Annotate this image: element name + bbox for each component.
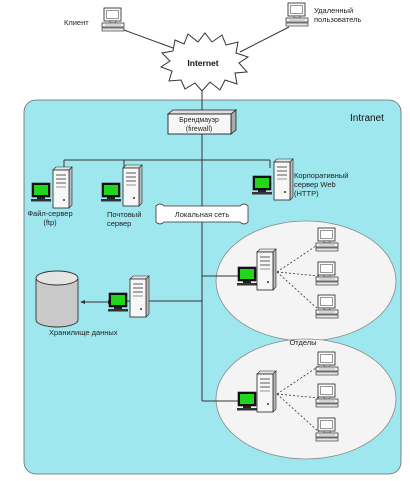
departments-label: Отделы: [289, 338, 316, 347]
firewall-label-line2: (firewall): [186, 126, 212, 133]
mail-server-label-line1: Почтовый: [107, 210, 141, 219]
department-links: [276, 243, 320, 433]
remote-user-computer-icon: [285, 2, 309, 27]
department-ellipse: [215, 338, 397, 460]
lan-banner: Локальная сеть: [155, 203, 249, 225]
internet-label: Internet: [187, 58, 218, 68]
remote-user-label-line2: пользователь: [314, 15, 361, 24]
ftp-server-label-line2: (ftp): [43, 218, 57, 227]
remote-user-label-line1: Удаленный: [314, 6, 353, 15]
internet-cloud-icon: Internet: [159, 32, 250, 92]
storage-server-icon: [129, 275, 150, 318]
firewall-label-line1: Брендмауэр: [179, 117, 219, 124]
ftp-server-icon: [52, 166, 73, 209]
web-server-icon: [273, 158, 294, 201]
dept1-server-icon: [256, 248, 277, 291]
corp-web-label-line1: Корпоративный: [294, 171, 348, 180]
lan-label: Локальная сеть: [175, 210, 230, 219]
mail-server-label-line2: сервер: [107, 219, 131, 228]
client-label: Клиент: [64, 18, 89, 27]
corp-web-label-line3: (HTTP): [294, 189, 319, 198]
mail-server-icon: [122, 164, 143, 207]
corp-web-label-line2: сервер Web: [294, 180, 336, 189]
dept2-server-icon: [256, 370, 277, 413]
data-storage-label: Хранилище данных: [49, 328, 118, 337]
client-computer-icon: [101, 7, 125, 32]
intranet-label: Intranet: [350, 113, 384, 124]
ftp-server-label-line1: Файл-сервер: [27, 209, 72, 218]
firewall-icon: Брендмауэр (firewall): [166, 109, 238, 135]
database-cylinder-icon: [35, 270, 79, 328]
